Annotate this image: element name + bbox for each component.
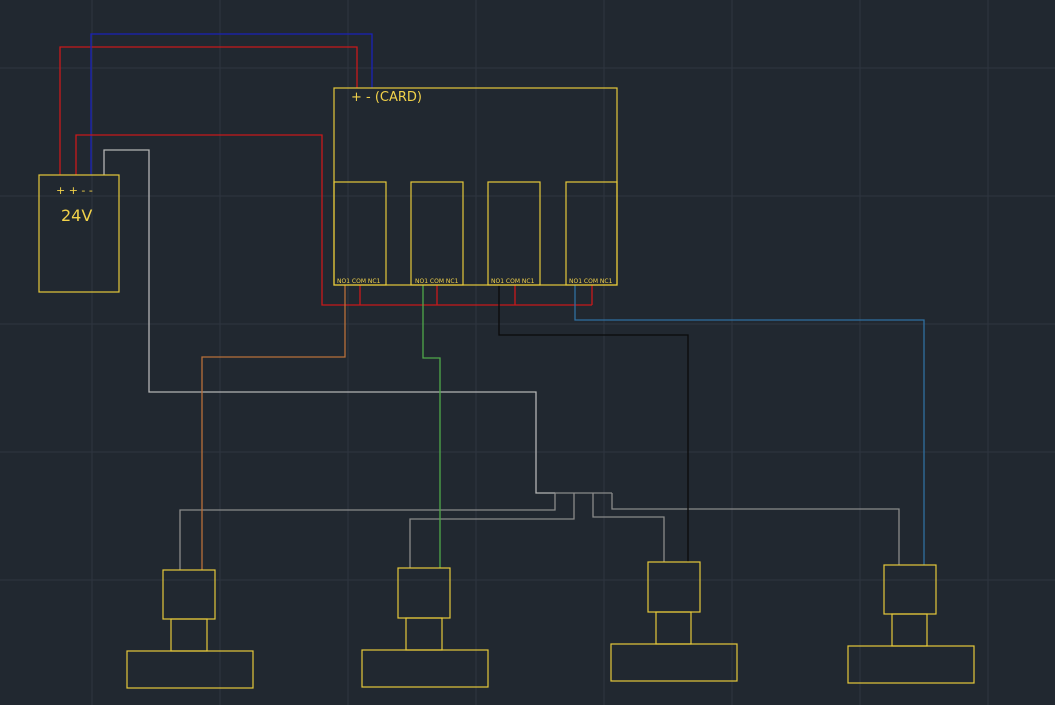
card-label: + - (CARD) [351, 90, 422, 105]
relay-2 [410, 181, 464, 286]
relay-3 [487, 181, 541, 286]
wire-psu-positive-to-card [59, 46, 358, 175]
psu-voltage-label: 24V [61, 206, 92, 225]
device-1 [126, 569, 254, 689]
wire-psu-negative-common [103, 149, 555, 494]
relay-4-terminals: NO1 COM NC1 [569, 278, 613, 285]
relay-2-terminals: NO1 COM NC1 [415, 278, 459, 285]
wire-relay4 [574, 285, 925, 565]
wires [59, 33, 925, 570]
device-4 [847, 564, 975, 684]
psu-terminals-label: + + - - [56, 184, 93, 197]
wire-relay3 [498, 285, 689, 562]
relay-card: + - (CARD) NO1 COM NC1 NO1 COM NC1 NO1 C… [333, 87, 618, 286]
wire-relay1 [201, 285, 346, 570]
relay-3-terminals: NO1 COM NC1 [491, 278, 535, 285]
device-2 [361, 567, 489, 688]
power-supply: + + - - 24V [38, 174, 120, 293]
wire-relay2 [422, 285, 441, 568]
relay-1-terminals: NO1 COM NC1 [337, 278, 381, 285]
device-3 [610, 561, 738, 682]
wire-psu-positive-to-com-bus [75, 134, 592, 306]
relay-1 [333, 181, 387, 286]
relay-4 [565, 181, 618, 286]
wire-psu-negative-to-card [90, 33, 373, 175]
